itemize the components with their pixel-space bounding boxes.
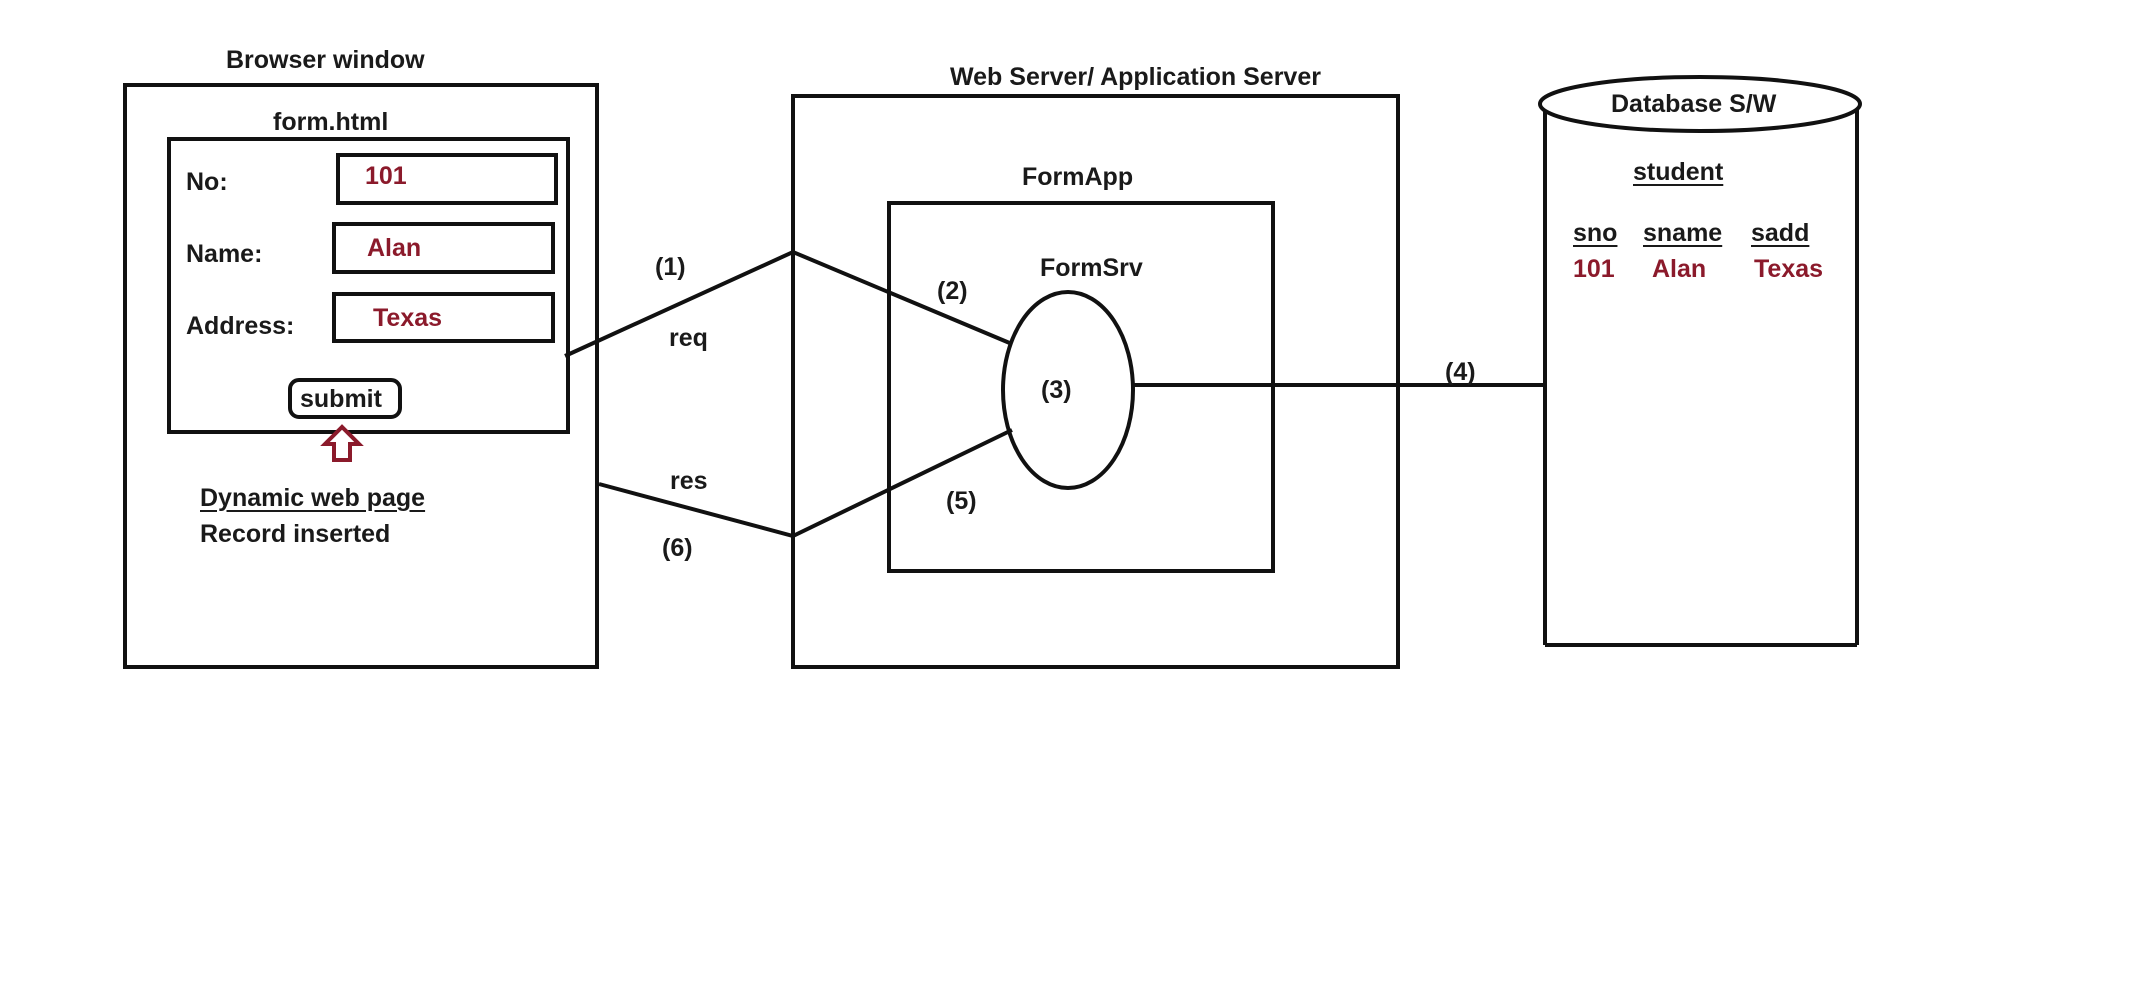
form-app-title: FormApp <box>1022 163 1134 191</box>
up-arrow-icon <box>320 424 364 462</box>
submit-button[interactable]: submit <box>300 385 382 413</box>
name-value: Alan <box>367 234 422 262</box>
column-header-sadd: sadd <box>1751 219 1810 247</box>
web-server-box <box>791 94 1400 669</box>
step-6-label: (6) <box>662 534 693 562</box>
step-4-label: (4) <box>1445 358 1476 386</box>
req-label: req <box>669 324 708 352</box>
name-label: Name: <box>186 240 263 268</box>
form-box <box>167 137 570 434</box>
step-2-label: (2) <box>937 277 968 305</box>
step-1-label: (1) <box>655 253 686 281</box>
column-header-sname: sname <box>1643 219 1723 247</box>
form-title: form.html <box>273 108 389 136</box>
browser-window-box <box>123 83 599 669</box>
response-line <box>598 428 1013 539</box>
res-label: res <box>670 467 708 495</box>
column-header-sno: sno <box>1573 219 1618 247</box>
step-3-label: (3) <box>1041 376 1072 404</box>
database-top-ellipse <box>1538 75 1862 133</box>
dynamic-web-page-title: Dynamic web page <box>200 484 426 512</box>
no-value: 101 <box>365 162 407 190</box>
form-srv-title: FormSrv <box>1040 254 1143 282</box>
cell-sname: Alan <box>1652 255 1707 283</box>
address-value: Texas <box>373 304 443 332</box>
cell-sadd: Texas <box>1754 255 1824 283</box>
record-inserted-text: Record inserted <box>200 520 391 548</box>
submit-button-box <box>288 378 402 419</box>
cell-sno: 101 <box>1573 255 1615 283</box>
address-label: Address: <box>186 312 295 340</box>
database-title: Database S/W <box>1611 90 1777 118</box>
no-label: No: <box>186 168 228 196</box>
step-5-label: (5) <box>946 487 977 515</box>
address-field-box <box>332 292 555 343</box>
form-srv-ellipse <box>1001 290 1135 490</box>
web-server-title: Web Server/ Application Server <box>950 63 1321 91</box>
no-field-box <box>336 153 558 205</box>
student-table-name: student <box>1633 158 1724 186</box>
browser-window-title: Browser window <box>226 46 425 74</box>
name-field-box <box>332 222 555 274</box>
request-line <box>564 249 1013 358</box>
